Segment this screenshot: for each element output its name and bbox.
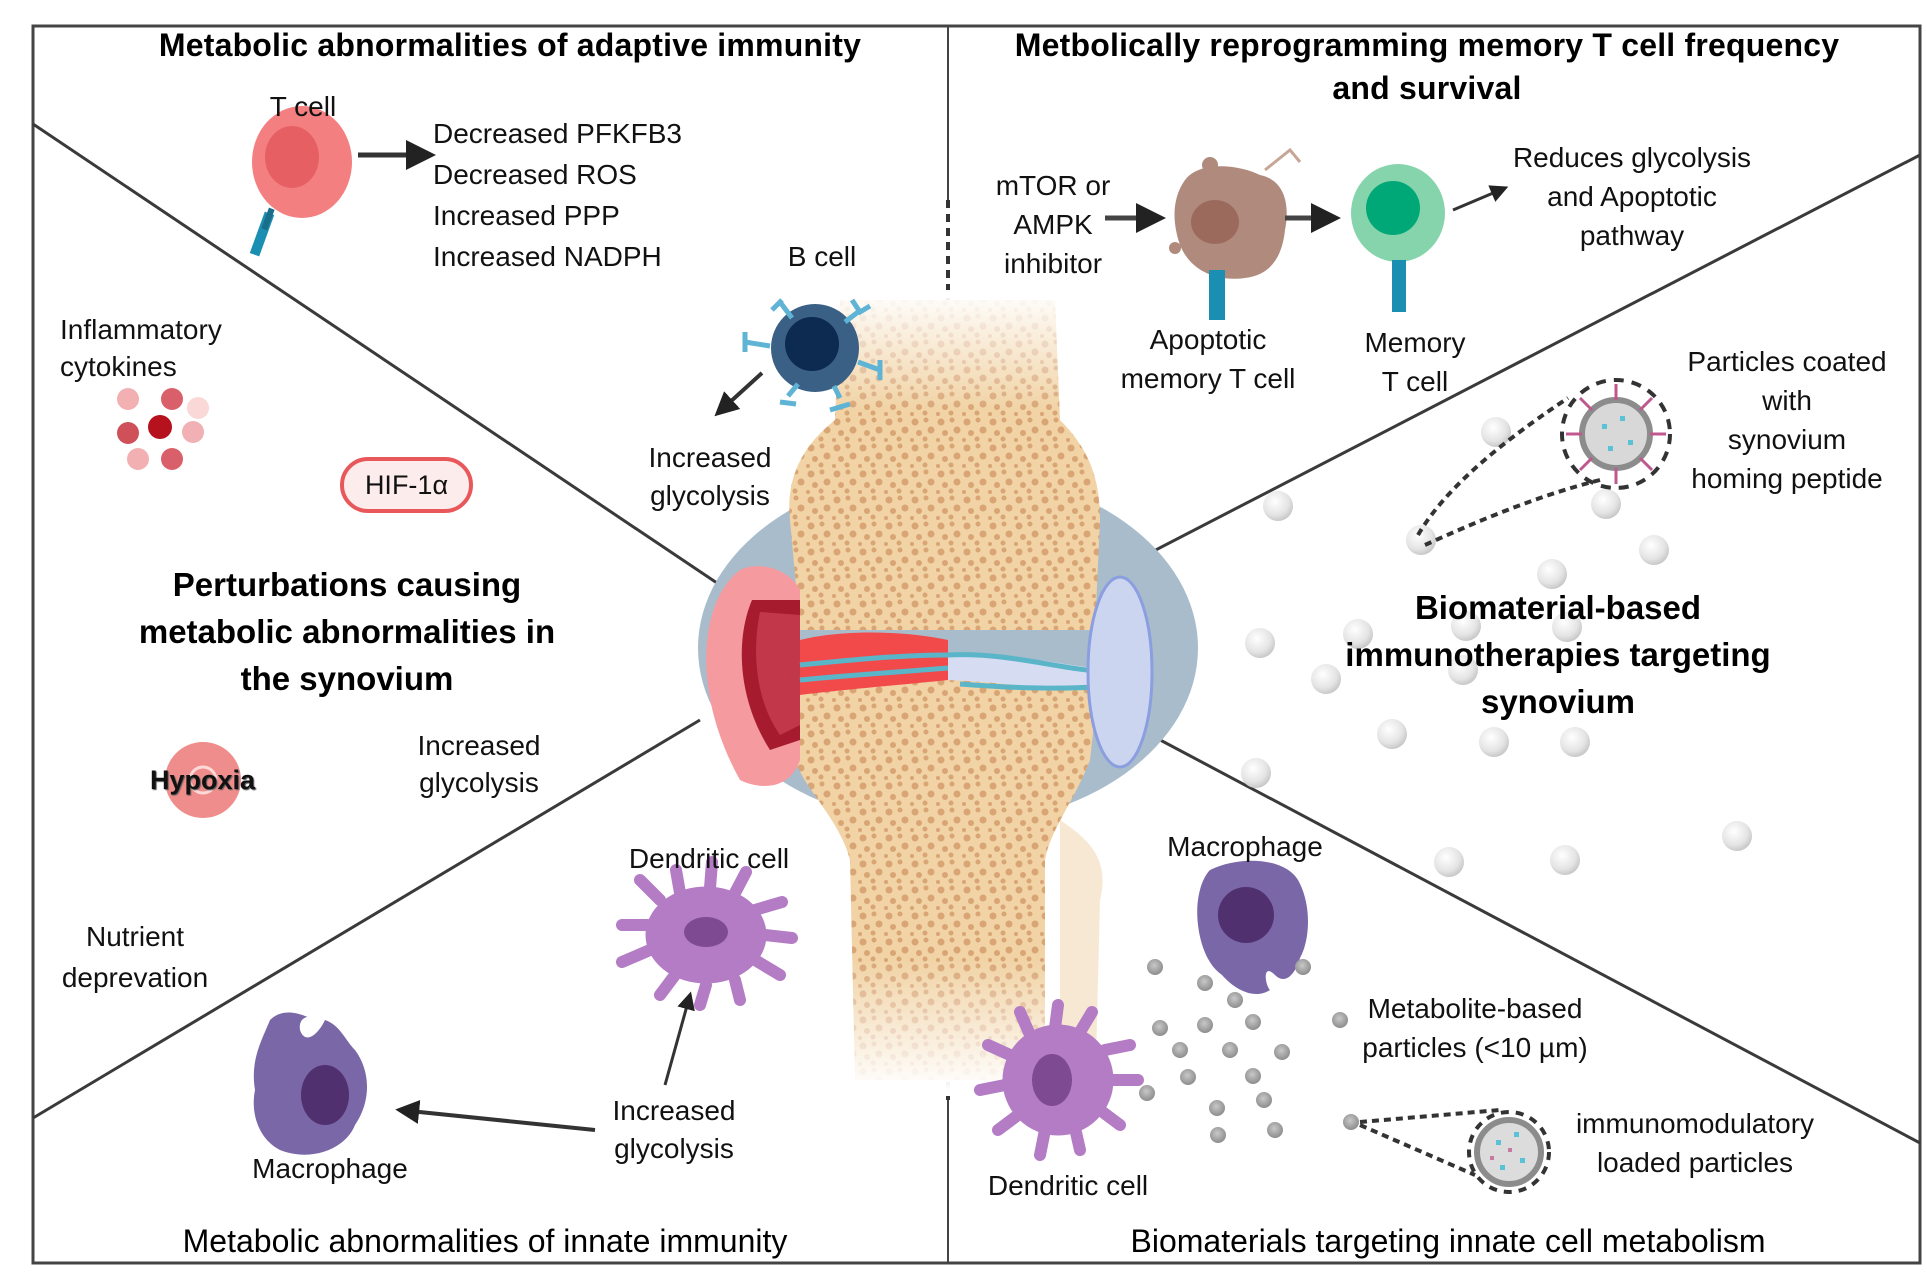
- particle-beads: [1241, 417, 1752, 877]
- memory-result-line2: and Apoptotic: [1547, 181, 1717, 212]
- dendritic-cell-icon: [616, 856, 798, 1011]
- peptide-coated-particle-icon: [1416, 378, 1672, 547]
- diagonal-bottom-left: [32, 718, 701, 1120]
- b-cell-arrow: [714, 371, 764, 417]
- diagonal-bottom-right: [1146, 731, 1921, 1145]
- t-cell-effect: Increased PPP: [433, 200, 620, 231]
- peptide-particle-line4: homing peptide: [1691, 463, 1883, 494]
- peptide-particle-line3: synovium: [1727, 424, 1847, 455]
- immunomodulatory-line2: loaded particles: [1596, 1147, 1794, 1178]
- immunomodulatory-line1: immunomodulatory: [1575, 1108, 1815, 1139]
- macrophage-arrow: [395, 1100, 596, 1132]
- b-cell-label: B cell: [787, 241, 857, 272]
- cytokines-label-line2: cytokines: [60, 351, 177, 382]
- memory-t-title-line2: and survival: [1332, 70, 1522, 106]
- br-macrophage-icon: [1197, 860, 1308, 995]
- t-cell-effect: Decreased PFKFB3: [433, 118, 682, 149]
- joint-illustration: [698, 290, 1198, 1100]
- peptide-particle-line2: with: [1762, 385, 1812, 416]
- memory-t-cell-icon: [1351, 164, 1445, 312]
- immunomodulatory-particle-icon: [1359, 1108, 1551, 1194]
- inhibitor-label-line2: AMPK: [1013, 209, 1093, 240]
- innate-glycolysis-line2: glycolysis: [614, 1133, 734, 1164]
- nutrient-label-line2: deprevation: [61, 962, 209, 993]
- peptide-particle-line1: Particles coated: [1687, 346, 1887, 377]
- b-cell-effect-line2: glycolysis: [650, 480, 770, 511]
- b-cell-icon: [742, 296, 883, 413]
- perturbations-title-line1: Perturbations causing: [172, 566, 522, 603]
- cytokines-label-line1: Inflammatory: [60, 314, 222, 345]
- apoptotic-label-line1: Apoptotic: [1149, 324, 1267, 355]
- memory-t-label-line2: T cell: [1381, 366, 1449, 397]
- dendritic-arrow: [663, 991, 695, 1086]
- hif-1a-badge: HIF-1α: [340, 457, 473, 513]
- diagonal-top-left: [32, 122, 721, 587]
- apoptotic-label-line2: memory T cell: [1120, 363, 1296, 394]
- br-dendritic-label: Dendritic cell: [987, 1170, 1149, 1201]
- metabolite-particles-line2: particles (<10 µm): [1362, 1032, 1588, 1063]
- inhibitor-label-line1: mTOR or: [995, 170, 1111, 201]
- dendritic-cell-label: Dendritic cell: [628, 843, 790, 874]
- perturbation-glycolysis-line1: Increased: [417, 730, 541, 761]
- memory-result-line3: pathway: [1579, 220, 1685, 251]
- hypoxia-icon: [165, 742, 241, 818]
- b-cell-effect-line1: Increased: [648, 442, 772, 473]
- biomaterial-synovium-title-line2: immunotherapies targeting: [1345, 636, 1771, 673]
- br-macrophage-label: Macrophage: [1167, 831, 1323, 862]
- br-dendritic-cell-icon: [974, 999, 1144, 1161]
- inhibitor-label-line3: inhibitor: [1003, 248, 1103, 279]
- frame-border: [31, 24, 1922, 1265]
- adaptive-immunity-title: Metabolic abnormalities of adaptive immu…: [158, 27, 862, 63]
- memory-t-title-line1: Metbolically reprogramming memory T cell…: [1014, 27, 1840, 63]
- memory-t-label-line1: Memory: [1364, 327, 1466, 358]
- nutrient-label-line1: Nutrient: [85, 921, 185, 952]
- t-cell-icon: [249, 106, 352, 257]
- perturbation-glycolysis-line2: glycolysis: [419, 767, 539, 798]
- biomaterial-synovium-title-line3: synovium: [1480, 683, 1636, 720]
- perturbations-title-line2: metabolic abnormalities in: [138, 613, 556, 650]
- metabolite-particles: [1139, 959, 1359, 1143]
- metabolite-particles-line1: Metabolite-based: [1367, 993, 1583, 1024]
- diagonal-top-right: [1114, 153, 1921, 573]
- biomaterials-innate-title: Biomaterials targeting innate cell metab…: [1130, 1223, 1766, 1259]
- macrophage-icon: [253, 1012, 368, 1155]
- perturbations-title-line3: the synovium: [240, 660, 454, 697]
- t-cell-effect: Increased NADPH: [433, 241, 662, 272]
- hypoxia-label: Hypoxia: [150, 765, 256, 795]
- cytokines-icon: [117, 388, 209, 470]
- innate-glycolysis-line1: Increased: [612, 1095, 736, 1126]
- apoptotic-t-cell-icon: [1169, 147, 1302, 320]
- biomaterial-synovium-title-line1: Biomaterial-based: [1414, 589, 1702, 626]
- memory-arrow: [1452, 185, 1509, 212]
- macrophage-label: Macrophage: [252, 1153, 408, 1184]
- innate-immunity-title: Metabolic abnormalities of innate immuni…: [182, 1223, 788, 1259]
- memory-result-line1: Reduces glycolysis: [1512, 142, 1752, 173]
- t-cell-effect: Decreased ROS: [433, 159, 637, 190]
- t-cell-label: T cell: [269, 91, 337, 122]
